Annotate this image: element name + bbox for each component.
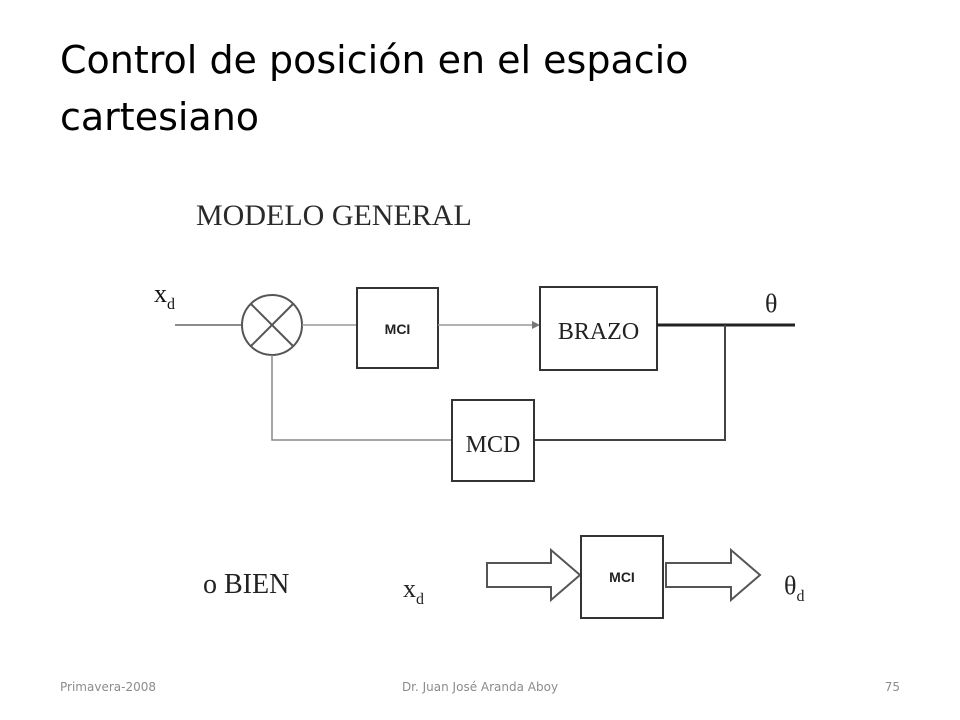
footer-page-number: 75 xyxy=(884,680,900,694)
alt-input-label: xd xyxy=(403,574,424,608)
alt-output-label-main: θ xyxy=(784,571,796,600)
alt-mci-block-label: MCI xyxy=(609,569,635,585)
footer-author: Dr. Juan José Aranda Aboy xyxy=(401,680,559,694)
slide-title-line-2: cartesiano xyxy=(60,95,260,139)
output-label: θ xyxy=(765,289,777,318)
diagram-heading: MODELO GENERAL xyxy=(196,199,472,232)
alternative-label: o BIEN xyxy=(203,569,289,600)
brazo-block-label: BRAZO xyxy=(558,319,639,345)
mci-block-label: MCI xyxy=(385,321,411,337)
slide-title: Control de posición en el espacio cartes… xyxy=(60,32,900,146)
alt-mci-block: MCI xyxy=(580,535,664,619)
mci-block: MCI xyxy=(356,287,439,369)
alt-output-label-subscript: d xyxy=(796,588,804,605)
alt-input-label-subscript: d xyxy=(416,591,424,608)
slide-title-line-1: Control de posición en el espacio xyxy=(60,38,689,82)
alt-output-label: θd xyxy=(784,571,804,605)
footer-semester: Primavera-2008 xyxy=(60,680,156,694)
mcd-block-label: MCD xyxy=(466,432,521,458)
brazo-block: BRAZO xyxy=(539,286,658,371)
mcd-block: MCD xyxy=(451,399,535,482)
alt-input-label-main: x xyxy=(403,574,416,603)
input-label-main: x xyxy=(154,279,167,308)
mci-to-brazo-arrowhead xyxy=(532,321,540,329)
input-label: xd xyxy=(154,279,175,313)
summing-junction xyxy=(241,294,303,356)
input-label-subscript: d xyxy=(167,296,175,313)
feedback-line-left xyxy=(271,355,452,441)
alt-output-arrow xyxy=(665,547,762,603)
feedback-line-right xyxy=(534,325,726,441)
alt-input-arrow xyxy=(486,547,582,603)
